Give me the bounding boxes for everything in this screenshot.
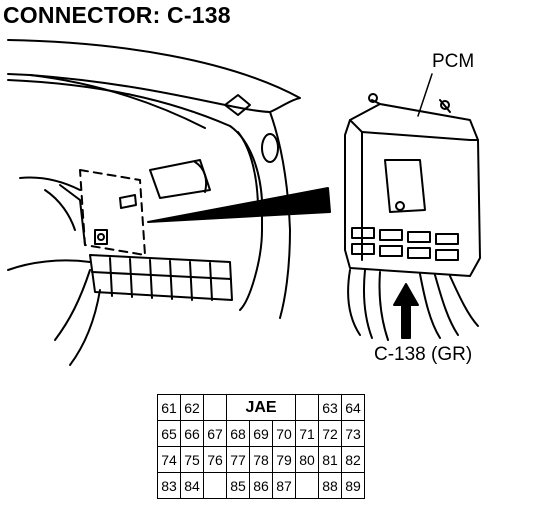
pcm-label: PCM: [432, 51, 475, 72]
pin-cell-empty: [295, 394, 319, 421]
pin-cell: 76: [203, 446, 227, 473]
pin-cell: 71: [295, 420, 319, 447]
pin-cell: 65: [157, 420, 181, 447]
pin-cell: 84: [180, 472, 204, 499]
pin-cell: 64: [341, 394, 365, 421]
pin-cell: 73: [341, 420, 365, 447]
pointer-wedge: [147, 187, 331, 223]
pin-row: 83 84 85 86 87 88 89: [157, 472, 365, 499]
pin-cell: 79: [272, 446, 296, 473]
pin-cell: 82: [341, 446, 365, 473]
pin-row: 65 66 67 68 69 70 71 72 73: [157, 420, 365, 447]
pin-cell: 66: [180, 420, 204, 447]
pin-cell: 72: [318, 420, 342, 447]
connector-pin-table: 61 62 JAE 63 64 65 66 67 68 69 70 71 72 …: [157, 394, 365, 499]
pin-cell: 62: [180, 394, 204, 421]
pin-cell: 69: [249, 420, 273, 447]
pin-cell: 83: [157, 472, 181, 499]
pin-cell: 61: [157, 394, 181, 421]
pin-cell: 74: [157, 446, 181, 473]
pin-cell: 63: [318, 394, 342, 421]
connector-arrow: [393, 283, 419, 339]
pin-cell: 67: [203, 420, 227, 447]
pin-cell: 87: [272, 472, 296, 499]
pcm-location-illustration: [7, 39, 481, 366]
pin-cell: 78: [249, 446, 273, 473]
pin-cell: 68: [226, 420, 250, 447]
diagram-title: CONNECTOR: C-138: [3, 2, 231, 28]
pin-row: 61 62 JAE 63 64: [157, 394, 365, 421]
pcm-connector-slots: [351, 227, 459, 261]
pin-cell: 75: [180, 446, 204, 473]
pin-cell: 70: [272, 420, 296, 447]
connector-label: C-138 (GR): [374, 344, 473, 365]
pcm-module: [344, 103, 481, 277]
pin-cell: 77: [226, 446, 250, 473]
pin-cell: 89: [341, 472, 365, 499]
pin-cell: 81: [318, 446, 342, 473]
dashboard-outline: [7, 39, 301, 113]
pin-cell: 85: [226, 472, 250, 499]
lower-panel: [89, 254, 233, 301]
pin-cell-empty: [295, 472, 319, 499]
pin-cell-empty: [203, 472, 227, 499]
pin-cell: 86: [249, 472, 273, 499]
pin-row: 74 75 76 77 78 79 80 81 82: [157, 446, 365, 473]
wire-harness: [347, 269, 479, 341]
pin-cell: 88: [318, 472, 342, 499]
pin-cell: 80: [295, 446, 319, 473]
pin-cell-empty: [203, 394, 227, 421]
highlight-dashed-box: [79, 169, 146, 256]
manufacturer-label: JAE: [226, 394, 296, 421]
